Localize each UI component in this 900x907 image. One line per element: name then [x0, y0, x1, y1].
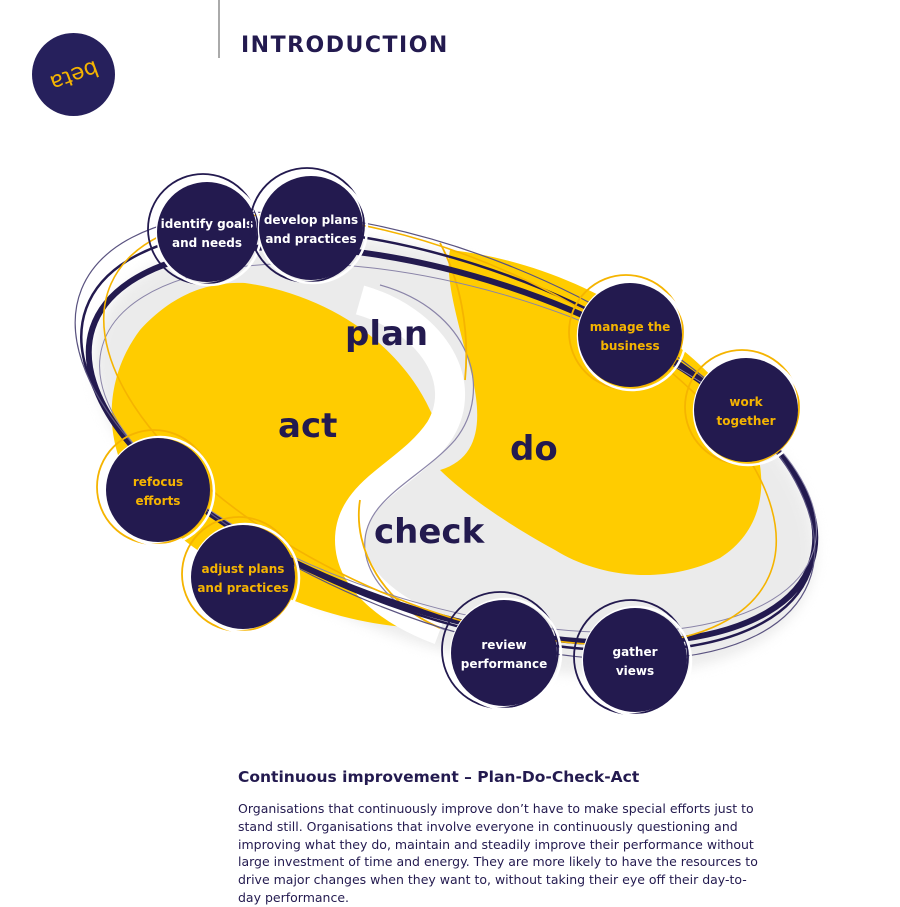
node-circle — [106, 438, 210, 542]
section-heading: Continuous improvement – Plan-Do-Check-A… — [238, 768, 640, 786]
node-label: identify goals and needs — [161, 217, 254, 250]
node-adjust-plans: adjust plans and practices — [181, 516, 301, 634]
node-label-line2: business — [600, 339, 659, 353]
node-label-line1: refocus — [133, 475, 183, 489]
section-body: Organisations that continuously improve … — [238, 801, 758, 905]
node-circle — [259, 176, 363, 280]
node-label-line1: adjust plans — [202, 562, 285, 576]
stage-do: do — [510, 429, 558, 469]
node-circle — [191, 525, 295, 629]
node-ring-inner — [104, 435, 216, 547]
node-label-line1: manage the — [590, 320, 671, 334]
node-circle — [583, 608, 687, 712]
node-label-line2: efforts — [136, 494, 181, 508]
node-label-line1: review — [481, 638, 526, 652]
node-label: review performance — [461, 638, 547, 671]
node-label: work together — [716, 395, 775, 428]
node-review-performance: review performance — [441, 591, 563, 711]
node-circle — [451, 600, 557, 706]
node-develop-plans: develop plans and practices — [249, 167, 369, 285]
orbit-rings — [74, 211, 819, 661]
node-label-line2: views — [616, 664, 654, 678]
node-ring-inner — [257, 173, 369, 285]
node-identify-goals: identify goals and needs — [147, 173, 263, 287]
node-work-together: work together — [684, 349, 804, 467]
node-label: gather views — [612, 645, 657, 678]
node-ring-inner — [576, 280, 688, 392]
node-gather-views: gather views — [573, 599, 693, 717]
node-circle — [157, 182, 257, 282]
node-label-line2: together — [716, 414, 775, 428]
process-nodes: identify goals and needs develop plans and … — [96, 167, 804, 717]
stage-plan: plan — [345, 314, 428, 354]
node-label-line1: gather — [612, 645, 657, 659]
yellow-blob-do — [440, 250, 762, 576]
node-label-line1: identify goals — [161, 217, 254, 231]
node-ring-inner — [692, 355, 804, 467]
node-refocus-efforts: refocus efforts — [96, 429, 216, 547]
node-label-line1: work — [729, 395, 763, 409]
node-label-line1: develop plans — [264, 213, 358, 227]
node-circle — [694, 358, 798, 462]
node-label-line2: and needs — [172, 236, 242, 250]
node-label-line2: performance — [461, 657, 547, 671]
node-label: adjust plans and practices — [197, 562, 288, 595]
node-label-line2: and practices — [197, 581, 288, 595]
page-title: INTRODUCTION — [241, 33, 449, 58]
header-divider — [218, 0, 220, 58]
stage-check: check — [374, 512, 486, 552]
node-manage-business: manage the business — [568, 274, 688, 392]
stage-act: act — [278, 406, 337, 446]
s-curve-line-gold-b — [358, 499, 441, 629]
beta-label: beta — [45, 54, 102, 95]
node-label-line2: and practices — [265, 232, 356, 246]
pdca-cycle-diagram: plan do check act identify goals and need… — [74, 167, 819, 717]
node-label: refocus efforts — [133, 475, 183, 508]
node-label: develop plans and practices — [264, 213, 358, 246]
node-ring-inner — [189, 522, 301, 634]
node-ring-inner — [449, 597, 563, 711]
node-ring-inner — [581, 605, 693, 717]
node-circle — [578, 283, 682, 387]
node-label: manage the business — [590, 320, 671, 353]
beta-badge: beta — [32, 33, 115, 116]
